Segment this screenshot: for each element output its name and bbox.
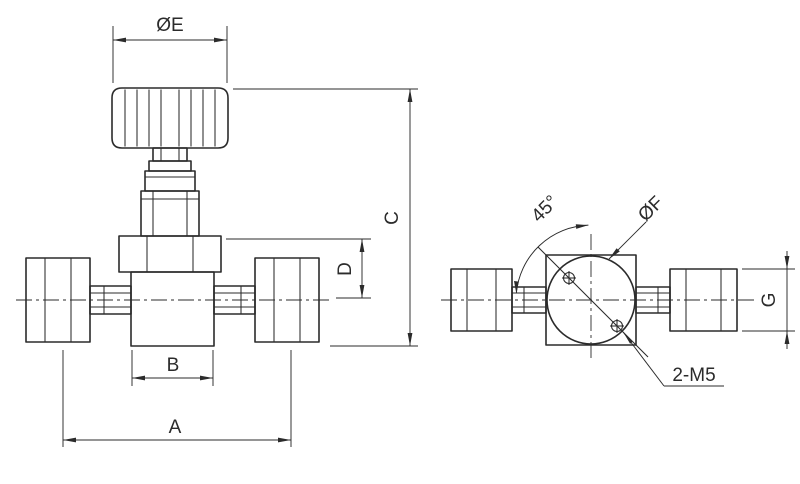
arrowhead bbox=[359, 239, 365, 252]
hex-nut-outline bbox=[118, 235, 222, 273]
dim-dia-f: ØF bbox=[608, 192, 668, 260]
bonnet-outline bbox=[140, 190, 200, 237]
arrowhead bbox=[278, 437, 291, 443]
side-right-nut bbox=[669, 268, 738, 332]
arrowhead bbox=[609, 248, 620, 259]
arrowhead bbox=[407, 333, 413, 346]
dim-label-c: C bbox=[382, 211, 403, 225]
valve-stem bbox=[144, 147, 196, 192]
arrowhead bbox=[63, 437, 76, 443]
callout-label-2-m5: 2-M5 bbox=[672, 365, 715, 386]
flange-circle bbox=[546, 255, 636, 345]
dim-a: A bbox=[62, 350, 292, 447]
arrowhead bbox=[359, 285, 365, 298]
dim-label-g: G bbox=[759, 293, 780, 308]
arrowhead bbox=[113, 37, 126, 43]
arrowhead bbox=[623, 332, 633, 344]
dim-g: G bbox=[742, 251, 795, 349]
dim-label-b: B bbox=[167, 355, 180, 376]
arrowhead bbox=[407, 89, 413, 102]
side-left-fitting bbox=[450, 268, 547, 332]
bolt-hole-bottom bbox=[610, 319, 624, 333]
right-nut bbox=[254, 257, 320, 343]
arrowhead bbox=[200, 375, 213, 381]
stem-collar bbox=[148, 160, 192, 172]
arrowhead bbox=[784, 331, 790, 344]
dim-label-45: 45° bbox=[528, 192, 563, 227]
dim-label-dia-e: ØE bbox=[156, 15, 183, 36]
dim-angle-45: 45° bbox=[514, 192, 589, 294]
dim-d: D bbox=[226, 238, 371, 299]
side-right-fitting bbox=[635, 268, 738, 332]
handle-knob bbox=[111, 87, 229, 149]
dim-b: B bbox=[131, 350, 214, 386]
stem-base bbox=[144, 170, 196, 192]
arrowhead bbox=[214, 37, 227, 43]
handle-outline bbox=[111, 87, 229, 149]
dim-label-a: A bbox=[169, 417, 182, 438]
hex-nut bbox=[118, 235, 222, 273]
right-fitting bbox=[213, 257, 320, 343]
bonnet bbox=[140, 190, 200, 237]
side-left-gland bbox=[511, 286, 547, 314]
callout-2-m5: 2-M5 bbox=[623, 332, 724, 387]
arrowhead bbox=[132, 375, 145, 381]
front-view bbox=[16, 87, 332, 347]
dim-dia-e: ØE bbox=[112, 15, 228, 83]
arrowhead bbox=[514, 281, 519, 294]
stem-top bbox=[152, 147, 188, 162]
left-nut bbox=[25, 257, 91, 343]
bolt-hole-top bbox=[562, 271, 576, 285]
dim-c: C bbox=[233, 88, 418, 347]
angle-arc bbox=[515, 224, 589, 294]
left-fitting bbox=[25, 257, 132, 343]
arrowhead bbox=[575, 224, 589, 229]
dim-label-d: D bbox=[335, 262, 356, 276]
valve-body bbox=[130, 271, 215, 347]
dim-label-dia-f: ØF bbox=[634, 192, 668, 226]
arrowhead bbox=[784, 256, 790, 269]
bolt-hole-diagonal bbox=[537, 246, 649, 358]
side-view bbox=[441, 234, 757, 360]
